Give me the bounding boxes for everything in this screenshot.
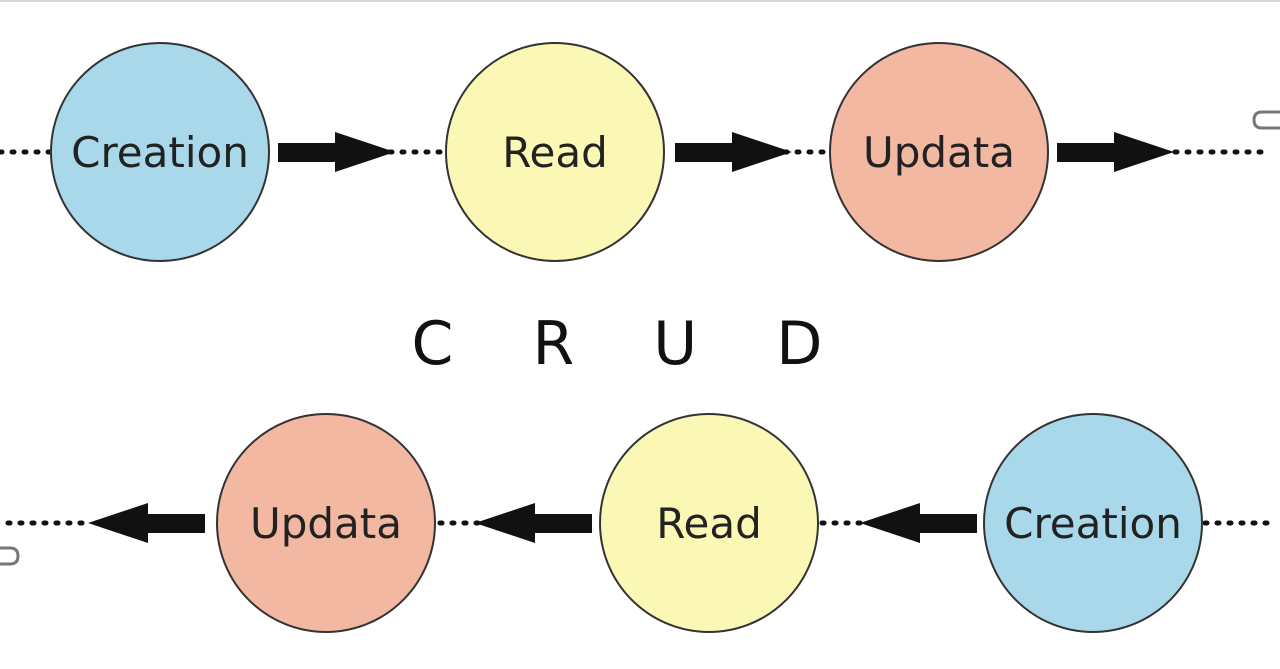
node-circle: [216, 413, 436, 633]
arrow-right-1: [278, 132, 395, 172]
loop-hint-bottom-left: [0, 546, 20, 566]
node-label: Read: [656, 499, 762, 548]
node-circle: [983, 413, 1203, 633]
top-node-creation: Creation: [50, 42, 270, 262]
node-label: Creation: [1004, 499, 1182, 548]
node-label: Updata: [250, 499, 402, 548]
top-arrows: [278, 132, 1174, 172]
node-circle: [829, 42, 1049, 262]
node-circle: [445, 42, 665, 262]
node-label: Creation: [71, 128, 249, 177]
arrow-right-2: [675, 132, 792, 172]
node-label: Updata: [863, 128, 1015, 177]
node-circle: [599, 413, 819, 633]
arrow-right-3: [1057, 132, 1174, 172]
diagram-title: C R U D: [412, 309, 853, 379]
bottom-arrows: [88, 503, 977, 543]
bottom-node-creation: Creation: [983, 413, 1203, 633]
top-node-read: Read: [445, 42, 665, 262]
node-label: Read: [502, 128, 608, 177]
top-node-update: Updata: [829, 42, 1049, 262]
arrow-left-3: [860, 503, 977, 543]
bottom-node-read: Read: [599, 413, 819, 633]
arrow-left-2: [475, 503, 592, 543]
loop-hint-top-right: [1252, 110, 1280, 130]
bottom-node-update: Updata: [216, 413, 436, 633]
node-circle: [50, 42, 270, 262]
arrow-left-1: [88, 503, 205, 543]
